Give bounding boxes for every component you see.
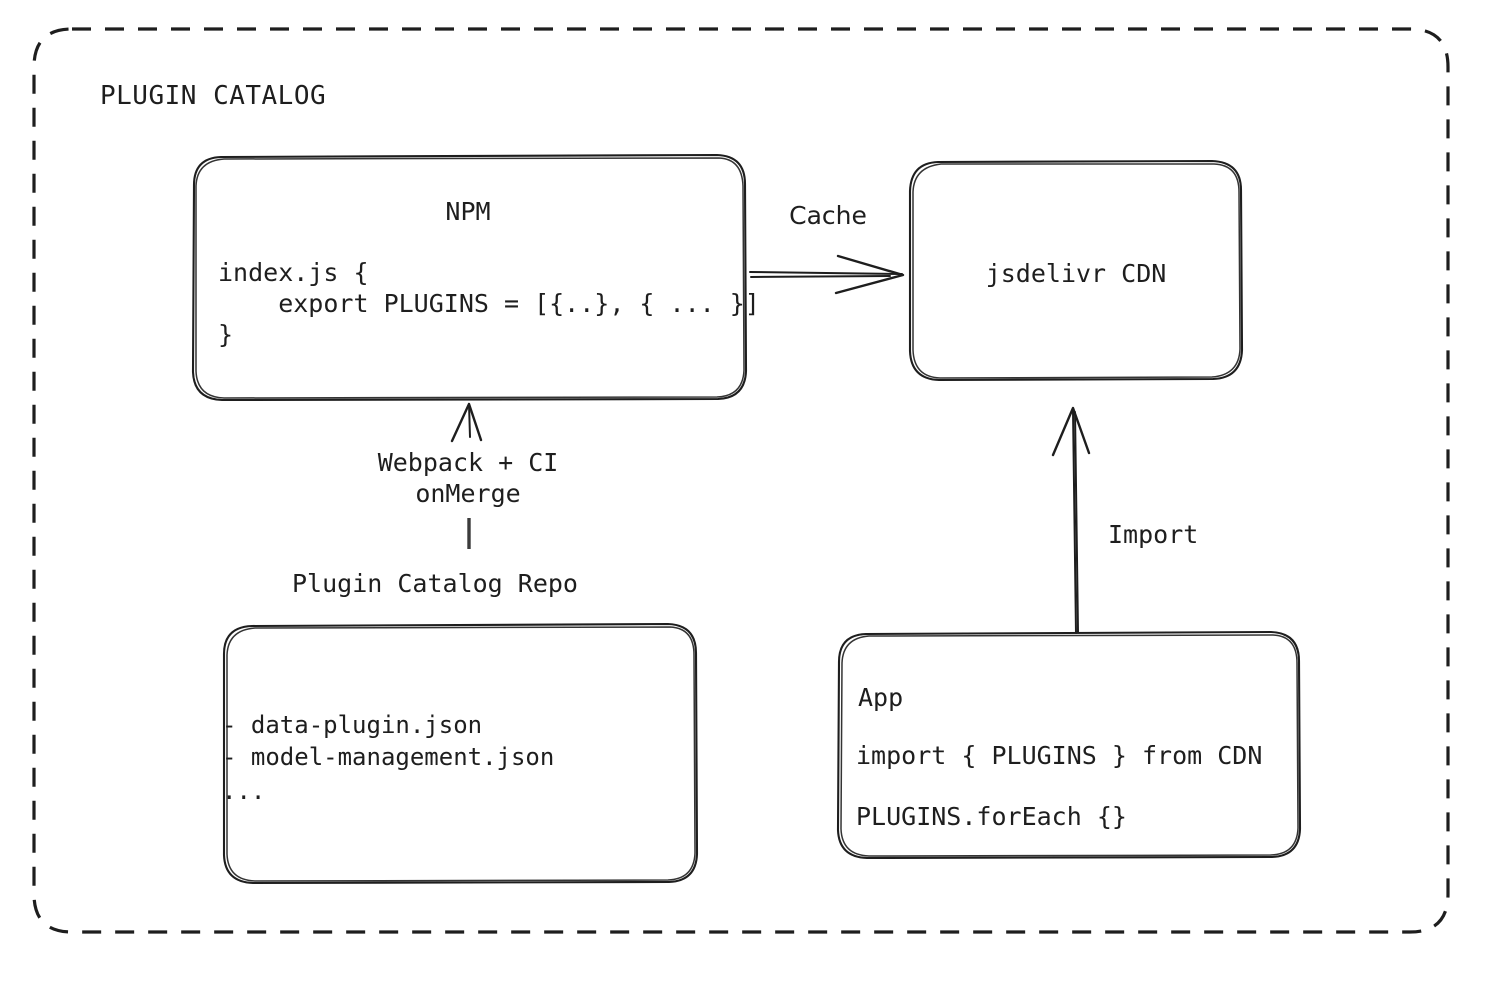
webpack-arrow-head: [450, 402, 483, 443]
cdn-node[interactable]: jsdelivr CDN: [908, 159, 1244, 382]
edge-app-to-cdn: Import: [1051, 406, 1198, 634]
repo-item-2: - model-management.json: [222, 743, 554, 771]
npm-box-outline-sketch: [195, 157, 745, 399]
app-title: App: [858, 683, 903, 712]
import-edge-label: Import: [1108, 520, 1198, 549]
edge-repo-to-npm: Webpack + CI onMerge: [378, 402, 559, 549]
npm-box-outline: [191, 153, 748, 402]
cdn-box-outline: [908, 159, 1244, 382]
cache-arrow-head: [834, 254, 905, 295]
plugin-catalog-frame: PLUGIN CATALOG: [32, 27, 1450, 934]
repo-caption: Plugin Catalog Repo: [292, 569, 578, 598]
repo-item-3: ...: [222, 777, 265, 805]
repo-box-outline-sketch: [226, 626, 696, 882]
npm-node[interactable]: NPM index.js { export PLUGINS = [{..}, {…: [191, 153, 760, 402]
cdn-box-outline-sketch: [912, 163, 1241, 379]
repo-box-outline: [222, 622, 699, 885]
app-node[interactable]: App import { PLUGINS } from CDN PLUGINS.…: [836, 630, 1302, 860]
cache-arrow-shaft-sketch: [750, 275, 891, 278]
import-arrow-shaft: [1072, 409, 1077, 634]
cache-edge-label: Cache: [789, 201, 867, 230]
import-arrow-shaft-sketch: [1074, 411, 1079, 633]
npm-code-line-2: export PLUGINS = [{..}, { ... }]: [218, 289, 760, 318]
npm-title: NPM: [445, 197, 490, 226]
repo-item-1: - data-plugin.json: [222, 711, 482, 739]
app-box-outline: [836, 630, 1302, 860]
app-code-line-1: import { PLUGINS } from CDN: [856, 741, 1262, 770]
npm-code-line-3: }: [218, 320, 233, 349]
frame-title: PLUGIN CATALOG: [100, 81, 326, 111]
frame-border: [32, 27, 1450, 934]
webpack-edge-label-line-2: onMerge: [415, 479, 520, 508]
npm-code-line-1: index.js {: [218, 258, 369, 287]
import-arrow-head: [1051, 406, 1091, 457]
app-box-outline-sketch: [840, 634, 1299, 857]
webpack-edge-label-line-1: Webpack + CI: [378, 448, 559, 477]
cdn-label: jsdelivr CDN: [986, 259, 1167, 288]
webpack-arrow-shaft: [468, 403, 471, 438]
repo-node[interactable]: - data-plugin.json - model-management.js…: [222, 622, 699, 885]
edge-npm-to-cdn: Cache: [749, 201, 905, 295]
cache-arrow-shaft: [749, 271, 903, 275]
app-code-line-2: PLUGINS.forEach {}: [856, 802, 1127, 831]
